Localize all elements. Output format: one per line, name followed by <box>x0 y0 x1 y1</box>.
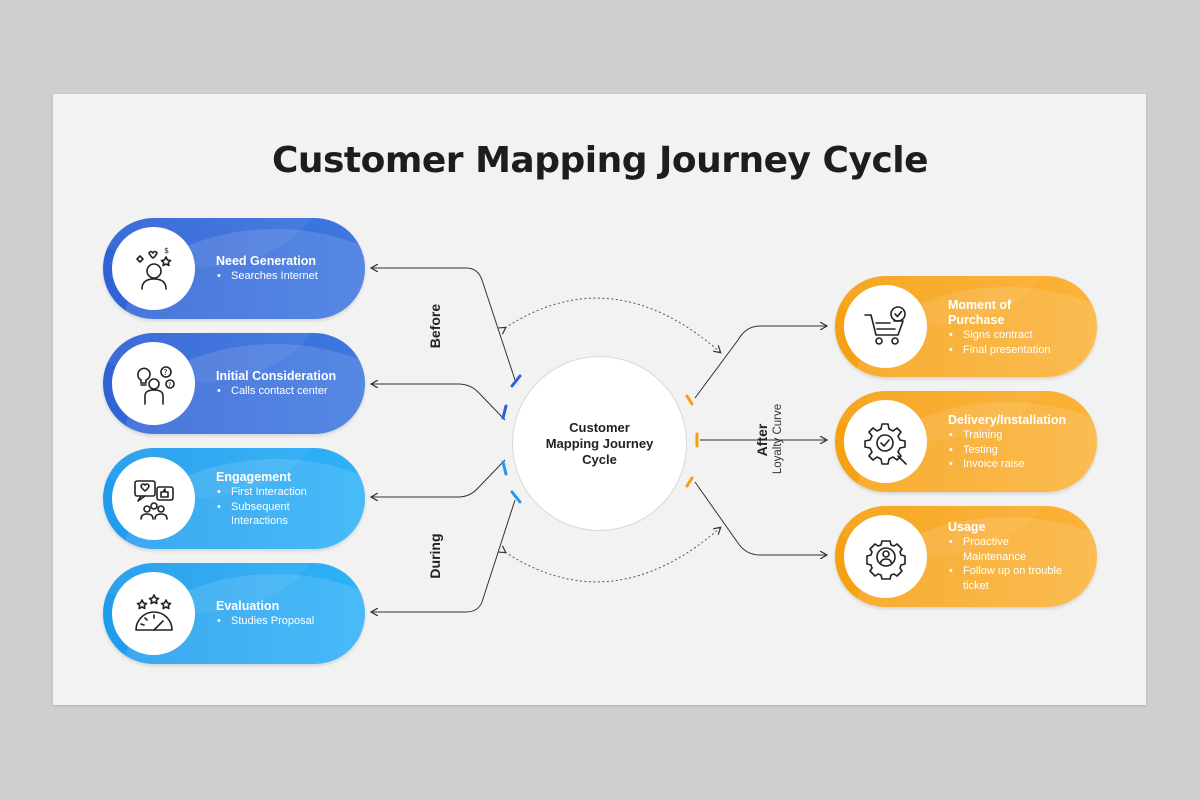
center-circle: Customer Mapping Journey Cycle <box>512 356 687 531</box>
stage-bullet: Final presentation <box>948 343 1050 358</box>
stage-bullet: Signs contract <box>948 328 1050 343</box>
stage-bullet: Calls contact center <box>216 384 336 399</box>
stage-bullet: First Interaction <box>216 485 331 500</box>
stage-title: Evaluation <box>216 599 280 613</box>
phase-label-during: During <box>427 533 443 579</box>
circle-ticks <box>501 374 699 504</box>
stage-bullet: Testing <box>948 443 1066 458</box>
rating-gauge-icon <box>112 572 195 655</box>
stage-title: Need Generation <box>216 254 317 268</box>
thinking-person-icon: $ <box>112 227 195 310</box>
stage-delivery-installation: Delivery/Installation Training Testing I… <box>835 391 1097 492</box>
stage-usage: Usage Proactive Maintenance Follow up on… <box>835 506 1097 607</box>
phase-label-after: After <box>754 423 770 457</box>
connector-usage <box>694 481 826 555</box>
idea-question-person-icon: ? ? <box>112 342 195 425</box>
shopping-cart-check-icon <box>844 285 927 368</box>
stage-bullet: Proactive Maintenance <box>948 535 1063 564</box>
dotted-arc-bottom <box>505 528 720 583</box>
stage-moment-of-purchase: Moment of Purchase Signs contract Final … <box>835 276 1097 377</box>
stage-title: Usage <box>948 520 986 534</box>
stage-title: Moment of Purchase <box>948 298 1012 327</box>
connector-engagement <box>444 459 506 498</box>
stage-bullet: Studies Proposal <box>216 614 314 629</box>
center-label-line-2: Mapping Journey <box>545 435 654 451</box>
stage-bullet: Invoice raise <box>948 457 1066 472</box>
connector-evaluation <box>444 499 516 613</box>
connector-moment-of-purchase <box>694 326 826 399</box>
user-cycle-icon <box>844 515 927 598</box>
center-label-line-1: Customer <box>569 419 630 435</box>
center-label-line-3: Cycle <box>582 451 617 467</box>
stage-title: Engagement <box>216 470 292 484</box>
page-title: Customer Mapping Journey Cycle <box>271 140 929 181</box>
svg-text:?: ? <box>168 381 171 389</box>
svg-text:$: $ <box>164 246 169 255</box>
stage-bullet: Training <box>948 428 1066 443</box>
stage-bullet: Follow up on trouble ticket <box>948 564 1081 593</box>
svg-text:?: ? <box>163 368 167 377</box>
stage-title: Initial Consideration <box>216 369 337 383</box>
stage-evaluation: Evaluation Studies Proposal <box>103 563 365 664</box>
gear-wrench-icon <box>844 400 927 483</box>
stage-initial-consideration: ? ? Initial Consideration Calls contact … <box>103 333 365 434</box>
connector-initial-consideration <box>444 383 506 421</box>
connector-need-generation <box>444 267 516 381</box>
social-chat-icon <box>112 457 195 540</box>
phase-label-loyalty-curve: Loyalty Curve <box>772 403 784 475</box>
phase-label-before: Before <box>427 303 443 349</box>
stage-title: Delivery/Installation <box>948 413 1067 427</box>
stage-need-generation: $ Need Generation Searches Internet <box>103 218 365 319</box>
stage-bullet: Searches Internet <box>216 269 318 284</box>
stage-bullet: Subsequent Interactions <box>216 500 331 529</box>
dotted-arc-top <box>505 297 720 352</box>
stage-engagement: Engagement First Interaction Subsequent … <box>103 448 365 549</box>
